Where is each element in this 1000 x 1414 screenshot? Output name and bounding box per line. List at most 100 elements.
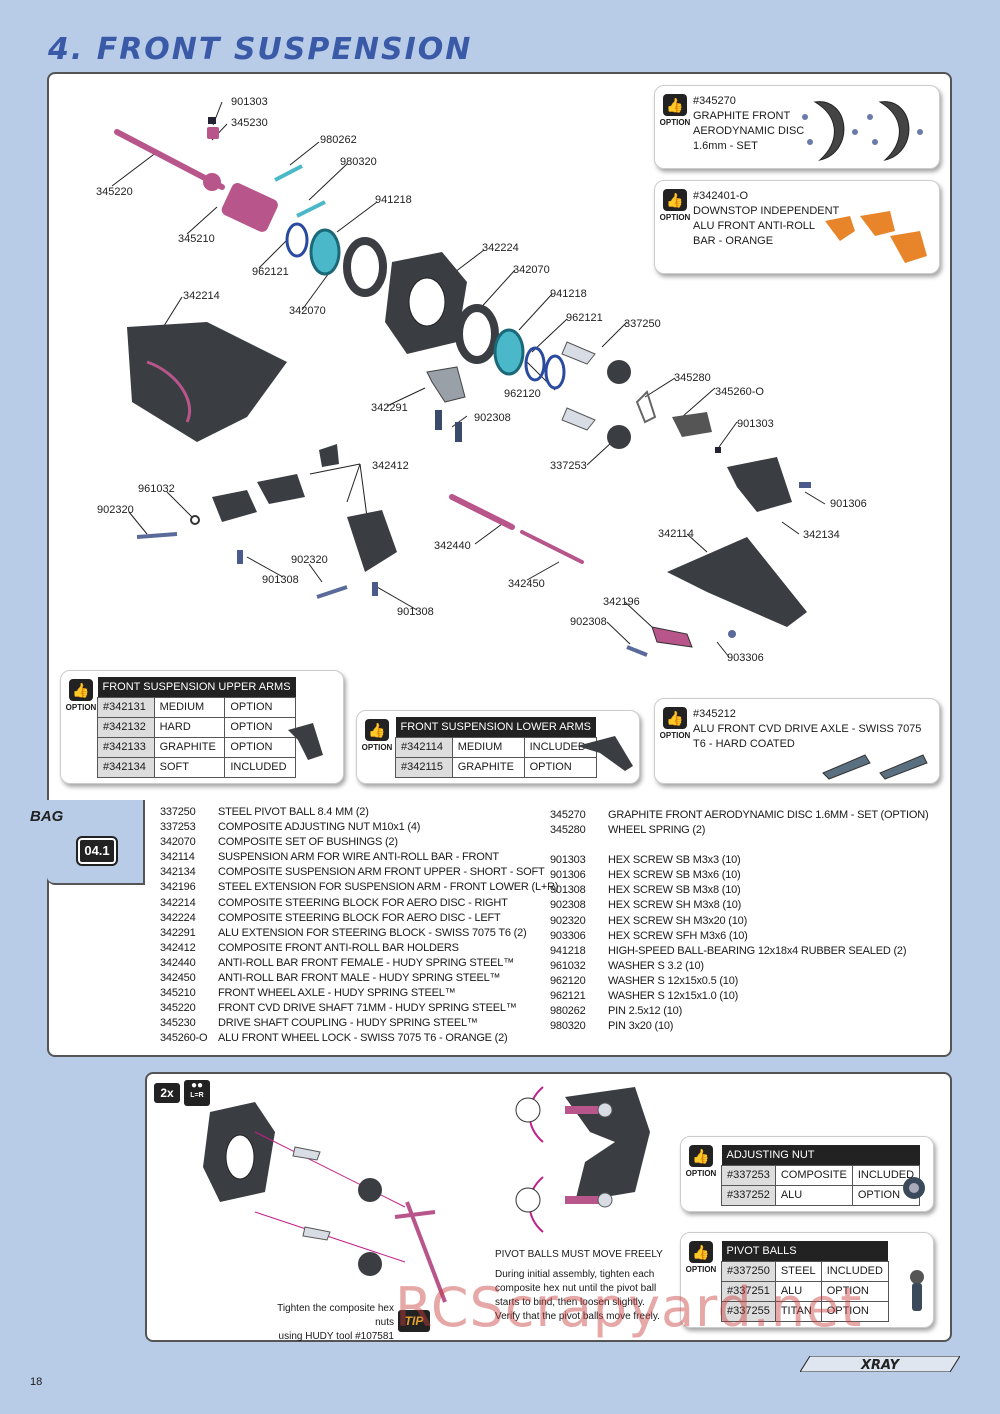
thumbs-up-icon: 👍	[663, 189, 687, 211]
callout-902308-b: 902308	[570, 616, 607, 628]
callout-901308-b: 901308	[397, 606, 434, 618]
option-badge: 👍 OPTION	[659, 189, 691, 222]
thumbs-up-icon: 👍	[663, 707, 687, 729]
callout-901306: 901306	[830, 498, 867, 510]
callout-342070-b: 342070	[289, 305, 326, 317]
callout-903306: 903306	[727, 652, 764, 664]
callout-980320: 980320	[340, 156, 377, 168]
thumbs-up-icon: 👍	[663, 94, 687, 116]
tip-badge: TIP	[398, 1310, 430, 1332]
option-badge: 👍 OPTION	[685, 1241, 717, 1274]
cvd-axle-image	[822, 754, 928, 780]
callout-961032: 961032	[138, 483, 175, 495]
callout-901308: 901308	[262, 574, 299, 586]
callout-345280: 345280	[674, 372, 711, 384]
exploded-parts-diagram	[111, 101, 826, 658]
option-badge: 👍 OPTION	[659, 707, 691, 740]
thumbs-up-icon: 👍	[689, 1241, 713, 1263]
callout-980262: 980262	[320, 134, 357, 146]
callout-941218-b: 941218	[550, 288, 587, 300]
brand-logo: XRAY	[800, 1356, 960, 1372]
thumbs-up-icon: 👍	[365, 719, 389, 741]
watermark: RCScrapyard.net	[395, 1276, 863, 1339]
bag-label: BAG	[30, 808, 64, 825]
callout-342214: 342214	[183, 290, 220, 302]
downstop-image	[825, 211, 927, 263]
callout-902308: 902308	[474, 412, 511, 424]
callout-345230: 345230	[231, 117, 268, 129]
thumbs-up-icon: 👍	[689, 1145, 713, 1167]
option-upper-arms: 👍 OPTION FRONT SUSPENSION UPPER ARMS #34…	[60, 670, 344, 784]
callout-342134: 342134	[803, 529, 840, 541]
option-badge: 👍 OPTION	[361, 719, 393, 752]
callout-962121: 962121	[252, 266, 289, 278]
svg-text:XRAY: XRAY	[860, 1358, 901, 1372]
assembly-diagram	[203, 1086, 650, 1303]
pivot-ball-image	[910, 1270, 924, 1311]
tool-note: Tighten the composite hex nuts using HUD…	[277, 1303, 394, 1342]
callout-342412: 342412	[372, 460, 409, 472]
page-title: 4. FRONT SUSPENSION	[48, 32, 473, 67]
callout-342070: 342070	[513, 264, 550, 276]
callout-342224: 342224	[482, 242, 519, 254]
callout-962120: 962120	[504, 388, 541, 400]
callout-345260-o: 345260-O	[715, 386, 764, 398]
page-number: 18	[30, 1376, 43, 1388]
bag-number-badge: 04.1	[76, 836, 118, 866]
option-lower-arms: 👍 OPTION FRONT SUSPENSION LOWER ARMS #34…	[356, 710, 640, 784]
left-right-badge: ●● L=R	[184, 1080, 210, 1106]
thumbs-up-icon: 👍	[69, 679, 93, 701]
aero-disc-image	[802, 101, 923, 161]
option-badge: 👍 OPTION	[65, 679, 97, 712]
callout-337250: 337250	[624, 318, 661, 330]
callout-345210: 345210	[178, 233, 215, 245]
callout-342196: 342196	[603, 596, 640, 608]
callout-342291: 342291	[371, 402, 408, 414]
callout-345220: 345220	[96, 186, 133, 198]
option-cvd-axle: 👍 OPTION #345212 ALU FRONT CVD DRIVE AXL…	[654, 698, 940, 784]
quantity-badge: 2x	[154, 1083, 180, 1103]
callout-342440: 342440	[434, 540, 471, 552]
pivot-balls-note: PIVOT BALLS MUST MOVE FREELY During init…	[495, 1249, 663, 1322]
callout-337253: 337253	[550, 460, 587, 472]
callout-901303: 901303	[231, 96, 268, 108]
adjusting-nut-image	[903, 1177, 925, 1199]
callout-962121-b: 962121	[566, 312, 603, 324]
callout-902320-b: 902320	[291, 554, 328, 566]
option-badge: 👍 OPTION	[685, 1145, 717, 1178]
option-graphite-disc: 👍 OPTION #345270 GRAPHITE FRONT AERODYNA…	[654, 85, 940, 169]
